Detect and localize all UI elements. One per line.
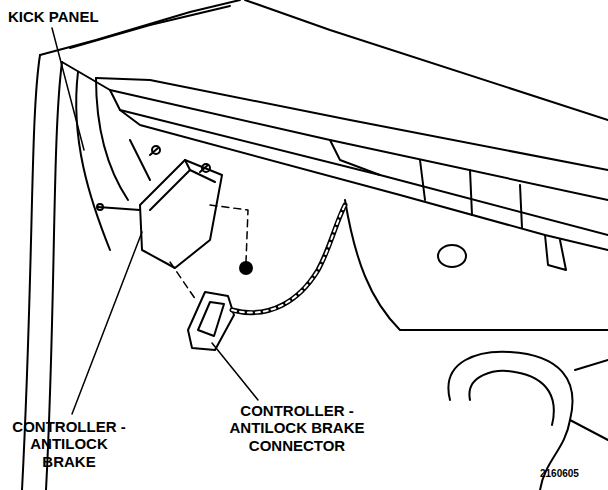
round-opening: [469, 371, 553, 425]
dash-detail: [420, 160, 522, 228]
assembly-line: [170, 262, 196, 300]
panel-edge: [130, 140, 150, 180]
panel-edge: [345, 200, 608, 330]
figure-number: 2160605: [540, 468, 602, 480]
wire-harness: [232, 205, 345, 313]
controller-module-edge: [185, 160, 190, 170]
wire-harness: [232, 205, 345, 313]
connector: [198, 302, 224, 336]
cowl-line: [245, 0, 608, 120]
leader-line: [72, 232, 142, 414]
controller-module-edge: [150, 170, 215, 210]
dash-line: [62, 62, 608, 200]
mounting-nut: [240, 262, 252, 274]
leader-line: [52, 28, 84, 150]
mounting-stud: [202, 164, 210, 172]
leader-line: [212, 343, 258, 400]
dash-detail: [545, 235, 566, 270]
access-hole: [438, 245, 466, 267]
mounting-stud: [98, 207, 140, 210]
controller-module: [140, 160, 222, 268]
kick-panel-edge: [96, 78, 128, 200]
mounting-stud: [152, 146, 160, 154]
panel-edge: [570, 360, 608, 440]
part-name: CONTROLLER - ANTILOCK BRAKE: [8, 418, 130, 470]
assembly-line: [210, 205, 248, 262]
dash-detail: [330, 140, 380, 175]
kick-panel-edge: [76, 72, 110, 250]
mounting-stud: [97, 204, 103, 210]
part-name: CONTROLLER - ANTILOCK BRAKE CONNECTOR: [222, 402, 372, 454]
connector: [188, 292, 234, 350]
part-name: KICK PANEL: [8, 8, 128, 25]
